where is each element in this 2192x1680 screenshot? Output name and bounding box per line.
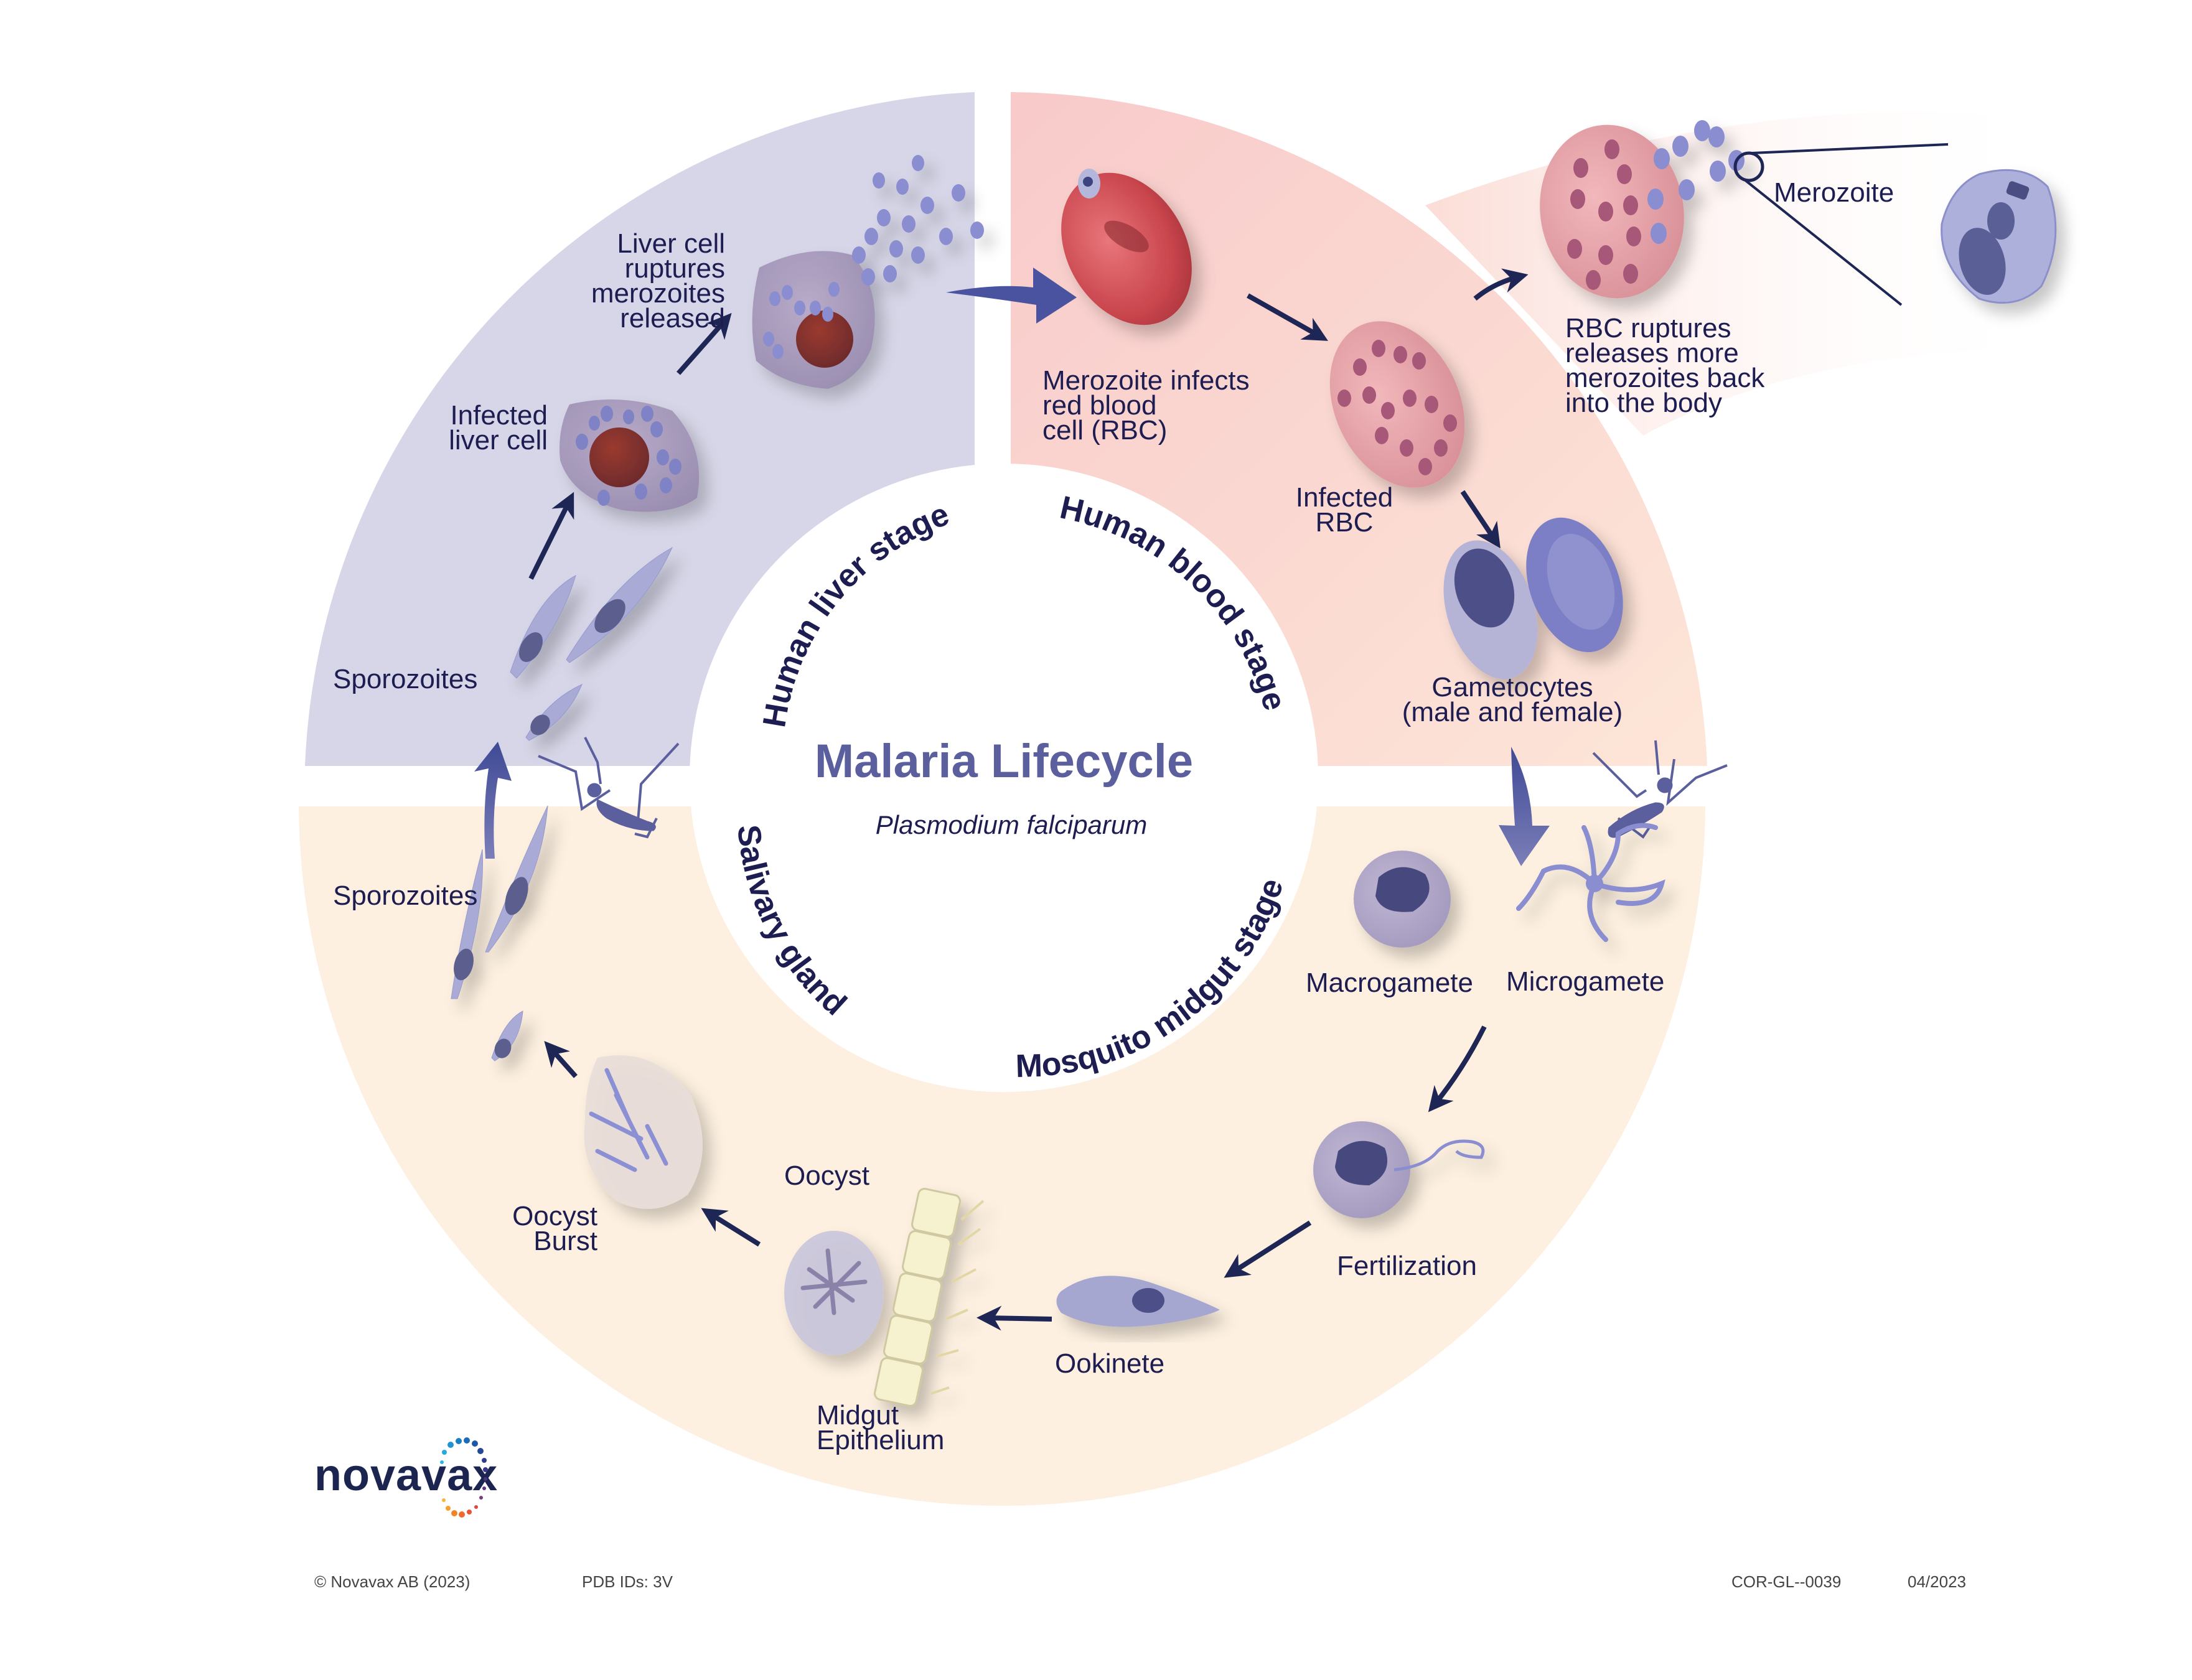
arrow-ookinete-to-oocyst <box>977 1305 1052 1331</box>
ruptured-liver-cell-illustration <box>752 155 984 389</box>
arrow-blood-to-midgut <box>1499 747 1550 866</box>
midgut-epithelium-illustration <box>874 1188 985 1407</box>
label-midgut-epithelium: Midgut Epithelium <box>817 1400 945 1455</box>
fertilization-illustration <box>1313 1121 1485 1218</box>
label-infected-rbc: Infected RBC <box>1295 482 1393 538</box>
oocyst-burst-illustration <box>584 1055 703 1209</box>
mosquito-icon-midgut <box>1592 740 1728 839</box>
macrogamete-illustration <box>1354 851 1451 948</box>
arrow-sporozoites-to-liver <box>528 492 574 580</box>
sporozoites-liver-illustration <box>510 546 673 741</box>
label-sporozoites-salivary: Sporozoites <box>333 880 478 911</box>
arrow-liver-to-blood <box>946 268 1077 324</box>
arrow-salivary-to-liver <box>474 742 512 859</box>
arrow-infected-to-rupture-rbc <box>1473 268 1529 301</box>
label-oocyst: Oocyst <box>784 1160 869 1191</box>
arrow-infected-to-gametocytes <box>1460 490 1501 549</box>
label-sporozoites-liver: Sporozoites <box>333 664 478 694</box>
label-gametocytes: Gametocytes (male and female) <box>1402 672 1623 727</box>
ruptured-rbc-illustration <box>1540 120 1745 299</box>
red-blood-cell-illustration <box>1061 169 1192 325</box>
logo-dots-icon <box>440 1437 488 1518</box>
infected-rbc-illustration <box>1329 321 1465 488</box>
merozoite-callout <box>1733 143 1949 306</box>
logo-wordmark: novavax <box>314 1450 499 1500</box>
infected-liver-cell-illustration <box>560 399 700 512</box>
center-circle <box>690 464 1318 1092</box>
label-liver-rupture: Liver cell ruptures merozoites released <box>591 228 725 334</box>
footer-copyright: © Novavax AB (2023) <box>314 1572 471 1591</box>
gametocytes-illustration <box>1443 517 1623 679</box>
diagram-subtitle: Plasmodium falciparum <box>875 810 1148 839</box>
label-merozoite: Merozoite <box>1774 177 1895 208</box>
label-ookinete: Ookinete <box>1055 1348 1165 1379</box>
label-infected-liver-cell: Infected liver cell <box>449 400 548 455</box>
label-merozoite-infects: Merozoite infects red blood cell (RBC) <box>1042 365 1250 446</box>
mosquito-icon-salivary <box>538 737 680 839</box>
label-fertilization: Fertilization <box>1337 1251 1477 1281</box>
merozoite-illustration <box>1941 169 2057 304</box>
arrow-gametes-to-fertilization <box>1428 1025 1487 1113</box>
arrow-infected-to-rupture <box>677 313 732 375</box>
oocyst-illustration <box>784 1231 884 1355</box>
sporozoites-salivary-illustration <box>451 805 548 1062</box>
diagram-title: Malaria Lifecycle <box>814 735 1194 788</box>
microgamete-illustration <box>1516 823 1665 942</box>
footer-document-code: COR-GL--0039 <box>1731 1572 1842 1591</box>
label-rbc-ruptures: RBC ruptures releases more merozoites ba… <box>1565 313 1765 418</box>
label-oocyst-burst: Oocyst Burst <box>512 1201 597 1256</box>
label-microgamete: Microgamete <box>1506 966 1665 997</box>
arrow-burst-to-sporozoites <box>544 1041 578 1078</box>
footer-pdb-ids: PDB IDs: 3V <box>582 1572 673 1591</box>
footer-date: 04/2023 <box>1908 1572 1966 1591</box>
arrow-fertilization-to-ookinete <box>1224 1220 1312 1278</box>
label-macrogamete: Macrogamete <box>1306 968 1474 998</box>
arrow-oocyst-to-burst <box>701 1208 761 1247</box>
ookinete-illustration <box>1056 1276 1220 1327</box>
arrow-rbc-to-infected <box>1247 293 1328 341</box>
